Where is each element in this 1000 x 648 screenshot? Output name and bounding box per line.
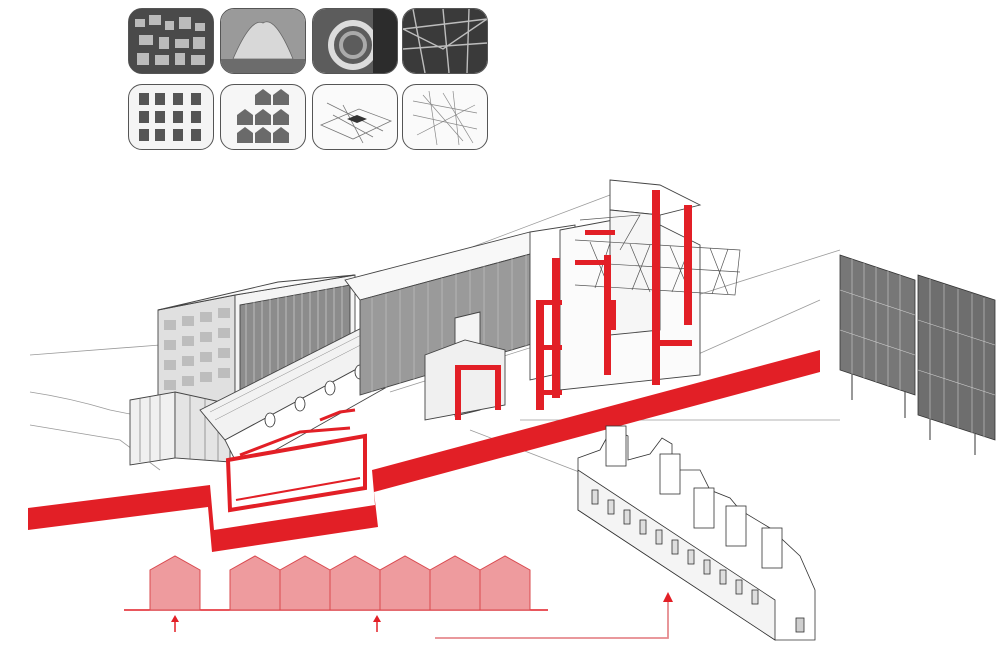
- thumb-steel-truss-photo: [402, 8, 488, 74]
- profile-house-4: [329, 555, 381, 611]
- gable-study-icon: [237, 89, 289, 143]
- thumb-axonometric-sketch: [312, 84, 398, 150]
- spiral-stair-photo-icon: [313, 9, 397, 73]
- profile-house-2: [229, 555, 281, 611]
- thumb-structure-sketch: [402, 84, 488, 150]
- window-grid-icon: [139, 93, 201, 141]
- profile-house-5: [379, 555, 431, 611]
- tower-cut-sections: [455, 190, 692, 420]
- facade-photo-icon: [129, 9, 213, 73]
- historic-shed-row: [577, 425, 816, 641]
- roof-profile-diagram: [124, 555, 548, 632]
- tent-roof-photo-icon: [221, 9, 305, 73]
- solar-panel-array: [839, 254, 996, 455]
- profile-house-6: [429, 555, 481, 611]
- profile-house-3: [279, 555, 331, 611]
- steel-truss-photo-icon: [403, 9, 487, 73]
- up-arrow-icon: [373, 615, 381, 632]
- up-arrow-icon: [171, 615, 179, 632]
- thumb-spiral-stair-photo: [312, 8, 398, 74]
- structure-sketch-icon: [412, 90, 478, 146]
- thumb-facade-photo: [128, 8, 214, 74]
- rear-roof-block: [344, 231, 546, 396]
- profile-house-1: [149, 555, 201, 611]
- thumb-gable-study: [220, 84, 306, 150]
- main-section-band: [28, 350, 820, 552]
- thumb-window-grid-study: [128, 84, 214, 150]
- profile-house-7: [479, 555, 531, 611]
- central-tower: [424, 179, 702, 421]
- left-block: [129, 274, 356, 466]
- axonometric-sketch-icon: [319, 102, 393, 144]
- thumb-tent-roof-photo: [220, 8, 306, 74]
- pointer-arrow-icon: [435, 592, 673, 639]
